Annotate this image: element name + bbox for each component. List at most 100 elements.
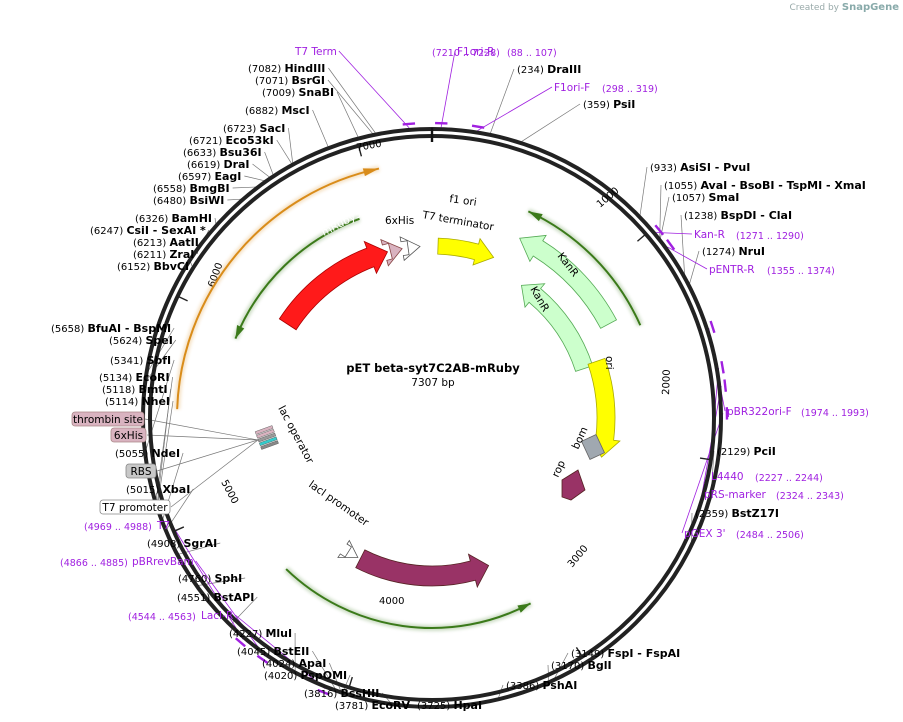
boxed-feature-bg: [125, 463, 157, 479]
tick-label-4000: 4000: [379, 596, 404, 607]
tick-label-2000: 2000: [661, 369, 673, 395]
orf-green-upper-head: [235, 325, 245, 339]
enzyme-label-18: (5341) SbfI: [110, 354, 171, 367]
enzyme-position: (4908): [147, 539, 183, 550]
boxed-feature-bg: [110, 427, 147, 443]
enzyme-label-26: (4551) BstAPI: [177, 591, 254, 604]
enzyme-name: SacI: [259, 122, 285, 135]
enzyme-label-3: (6882) MscI: [245, 104, 310, 117]
lac-operator-label: lac operator: [275, 404, 316, 466]
enzyme-leader-9: [232, 186, 259, 189]
enzyme-label-37: (2359) BstZ17I: [695, 507, 779, 520]
t7-terminator-arrow: [399, 236, 421, 262]
boxed-feature-3: T7 promoter: [99, 499, 171, 515]
enzyme-label-40: (1238) BspDI - ClaI: [684, 209, 792, 222]
enzyme-name: ZraI: [169, 248, 194, 261]
enzyme-label-43: (933) AsiSI - PvuI: [650, 161, 750, 174]
boxed-feature-leader-3: [170, 439, 259, 508]
enzyme-position: (7009): [262, 88, 298, 99]
orf-green-kan: [527, 208, 644, 327]
tick-mark-4000: [348, 676, 353, 687]
enzyme-leader-43: [639, 166, 648, 218]
enzyme-position: (3725): [417, 701, 453, 712]
enzyme-name: AsiSI: [680, 161, 711, 174]
boxed-feature-label: RBS: [131, 466, 152, 478]
primer-leader-11: [234, 614, 326, 689]
enzyme-position: (4020): [264, 671, 300, 682]
enzyme-label-17: (5624) SpeI: [109, 334, 173, 347]
enzyme-leader-44: [519, 103, 581, 143]
enzyme-label-10: (6480) BsiWI: [153, 194, 224, 207]
mruby3-arrow: [278, 240, 389, 331]
primer-mark-6: [720, 360, 725, 374]
his-tag-label: 6xHis: [385, 215, 414, 227]
enzyme-label-35: (3170) BglI: [551, 659, 612, 672]
boxed-feature-2: RBS: [125, 463, 157, 479]
enzyme-position: (1057): [672, 193, 708, 204]
boxed-feature-leader-2: [156, 439, 259, 472]
enzyme-position: (3149): [571, 649, 607, 660]
enzyme-position: (6480): [153, 196, 189, 207]
enzyme-isoschizomers: - BspMI: [121, 322, 171, 335]
stack-band-4: [260, 440, 279, 450]
enzyme-position: (4551): [177, 593, 213, 604]
enzyme-position: (3386): [506, 681, 542, 692]
rop-arrow: [561, 469, 586, 501]
enzyme-name: BamHI: [171, 212, 212, 225]
enzyme-position: (4227): [229, 629, 265, 640]
enzyme-position: (6721): [189, 136, 225, 147]
enzyme-name: FspI: [607, 647, 633, 660]
enzyme-leader-17: [144, 339, 177, 383]
created-by-text: Created by: [789, 3, 839, 13]
tick-mark-2000: [699, 457, 711, 461]
his-tag-arrow: [380, 238, 403, 267]
stack-band-3: [258, 436, 278, 447]
enzyme-position: (5114): [105, 397, 141, 408]
enzyme-name: Bsu36I: [219, 146, 261, 159]
boxed-feature-bg: [71, 411, 145, 427]
enzyme-name: SmaI: [708, 191, 739, 204]
enzyme-position: (6558): [153, 184, 189, 195]
enzyme-label-36: (3149) FspI - FspAI: [571, 647, 680, 660]
primer-mark-11: [317, 688, 330, 696]
tick-mark-6000: [178, 295, 188, 302]
enzyme-label-31: (3816) BssHII: [304, 687, 379, 700]
enzyme-position: (5134): [99, 373, 135, 384]
primer-mark-0: [402, 122, 416, 126]
orf-green-laci-line: [285, 568, 532, 629]
primer-range-5: (1974 .. 1993): [801, 408, 869, 419]
tick-mark-7000: [358, 146, 363, 157]
enzyme-label-45: (234) DraIII: [517, 63, 581, 76]
enzyme-position: (6597): [178, 172, 214, 183]
primer-range-6: (2227 .. 2244): [755, 473, 823, 484]
enzyme-position: (3816): [304, 689, 340, 700]
enzyme-position: (1238): [684, 211, 720, 222]
enzyme-label-32: (3781) EcoRV: [335, 699, 410, 712]
enzyme-name: Eco53kI: [225, 134, 273, 147]
enzyme-position: (4760): [178, 574, 214, 585]
enzyme-label-41: (1057) SmaI: [672, 191, 739, 204]
enzyme-label-13: (6213) AatII: [133, 236, 199, 249]
enzyme-position: (5624): [109, 336, 145, 347]
primer-name-10: pBRrevBam: [132, 556, 194, 568]
enzyme-name: SpeI: [145, 334, 172, 347]
primer-range-10: (4866 .. 4885): [60, 558, 128, 569]
enzyme-name: SnaBI: [298, 86, 334, 99]
snapgene-logo-text: SnapGene: [841, 2, 899, 13]
boxed-feature-label: thrombin site: [73, 414, 143, 426]
enzyme-label-19: (5134) EcoRI: [99, 371, 170, 384]
enzyme-name: BmgBI: [189, 182, 229, 195]
boxed-feature-0: thrombin site: [71, 411, 145, 427]
enzyme-label-34: (3386) PshAI: [506, 679, 577, 692]
primer-mark-10: [256, 654, 269, 664]
plasmid-size: 7307 bp: [411, 377, 455, 389]
primer-name-8: pGEX 3': [684, 528, 726, 540]
enzyme-label-9: (6558) BmgBI: [153, 182, 230, 195]
enzyme-label-25: (4760) SphI: [178, 572, 242, 585]
orf-green-upper: [232, 215, 361, 340]
tick-label-5000: 5000: [218, 478, 240, 506]
f1-ori-arrow: [437, 237, 495, 266]
enzyme-name: DraI: [223, 158, 249, 171]
